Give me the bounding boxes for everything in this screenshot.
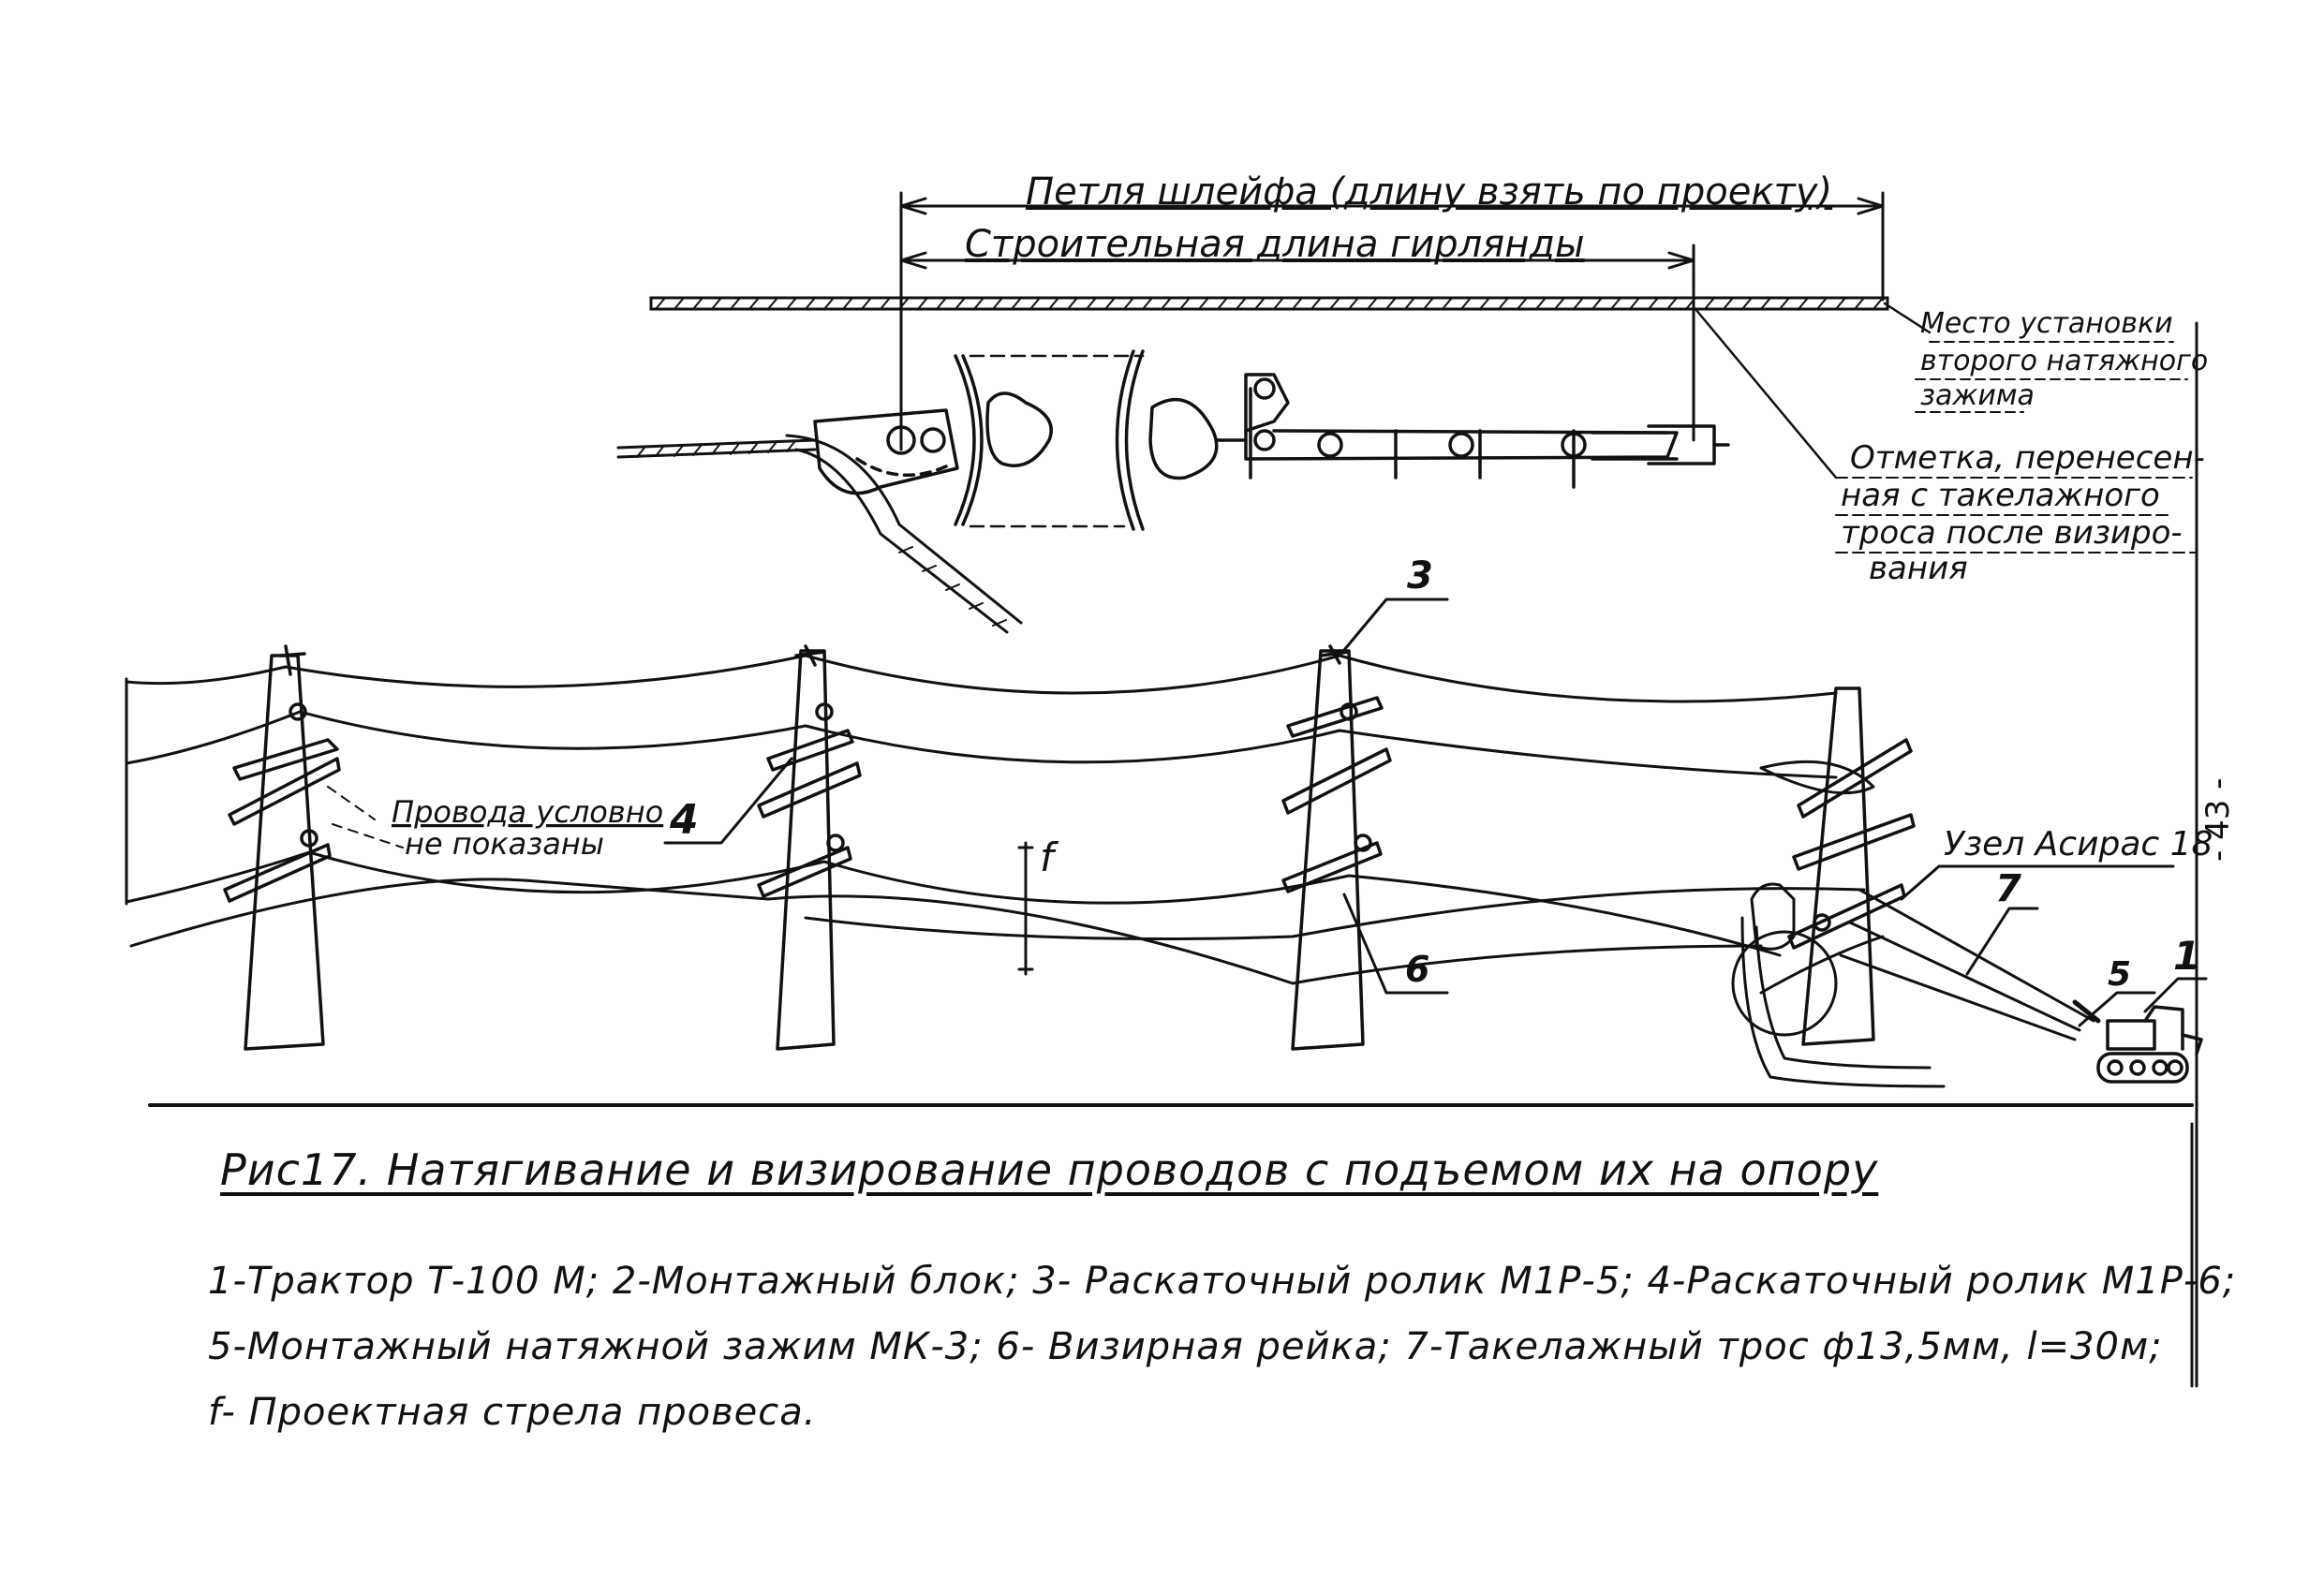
knot-label: Узел Асирас 18 (1944, 825, 2213, 863)
legend-line-1: 1-Трактор Т-100 М; 2-Монтажный блок; 3- … (208, 1260, 2237, 1303)
callout-6-group: 6 (1342, 893, 1449, 995)
length-dimension (899, 244, 1695, 442)
mounting-block (1731, 882, 1946, 1088)
pole-4 (1787, 686, 1916, 1046)
clamp-wire (616, 434, 1023, 634)
line-scene: f 3 4 6 7 5 1 Провода условно не (125, 554, 2213, 1107)
length-label: Строительная длина гирлянды (965, 223, 1585, 266)
pole-1 (223, 644, 341, 1051)
callout-7: 7 (1995, 867, 2021, 910)
svg-text:ная с такелажного: ная с такелажного (1841, 477, 2160, 514)
callout-6: 6 (1405, 949, 1429, 990)
callout-5: 5 (2108, 955, 2131, 994)
knot-label-group: Узел Асирас 18 (1900, 825, 2213, 901)
mark-note: Отметка, перенесен- ная с такелажного тр… (1835, 439, 2205, 587)
callout-5-group: 5 (2078, 955, 2156, 1027)
figure-caption: Рис17. Натягивание и визирование проводо… (220, 1144, 1879, 1195)
second-clamp-note: Место установки второго натяжного зажима (1915, 307, 2208, 413)
loop-dimension (899, 191, 1885, 451)
svg-text:зажима: зажима (1920, 379, 2035, 412)
upper-rope (649, 296, 1889, 311)
callout-7-group: 7 (1965, 867, 2039, 976)
sag-mark: f (1040, 834, 1059, 880)
link-plates (1244, 373, 1730, 489)
svg-text:второго натяжного: второго натяжного (1920, 345, 2208, 377)
wires-note: Провода условно не показаны (327, 786, 663, 862)
insulators (954, 349, 1248, 531)
pole-2 (757, 644, 862, 1051)
rigging-rope (1839, 888, 2101, 1041)
svg-text:Место установки: Место установки (1920, 307, 2173, 340)
svg-text:вания: вания (1869, 550, 1968, 587)
pole-3 (1281, 644, 1392, 1051)
legend-line-2: 5-Монтажный натяжной зажим МК-3; 6- Визи… (208, 1325, 2163, 1368)
legend-line-3: f- Проектная стрела провеса. (208, 1391, 817, 1434)
svg-text:Провода условно: Провода условно (392, 794, 663, 830)
svg-text:троса после визиро-: троса после визиро- (1841, 514, 2183, 552)
sag-indicator (1017, 841, 1034, 976)
callout-4: 4 (669, 796, 699, 844)
tractor (2096, 1005, 2203, 1084)
svg-text:не показаны: не показаны (405, 826, 604, 862)
upper-wires (125, 654, 1838, 957)
callout-3-group: 3 (1338, 554, 1449, 657)
insulator-string-detail: Петля шлейфа (длину взять по проекту) Ст… (616, 170, 2208, 634)
loop-label: Петля шлейфа (длину взять по проекту) (1026, 170, 1832, 214)
svg-text:Отметка, перенесен-: Отметка, перенесен- (1850, 439, 2205, 477)
page-number: - 43 - (2199, 777, 2237, 862)
strain-clamp (813, 408, 959, 495)
callout-3: 3 (1407, 554, 1433, 598)
callout-4-group: 4 (663, 757, 793, 845)
